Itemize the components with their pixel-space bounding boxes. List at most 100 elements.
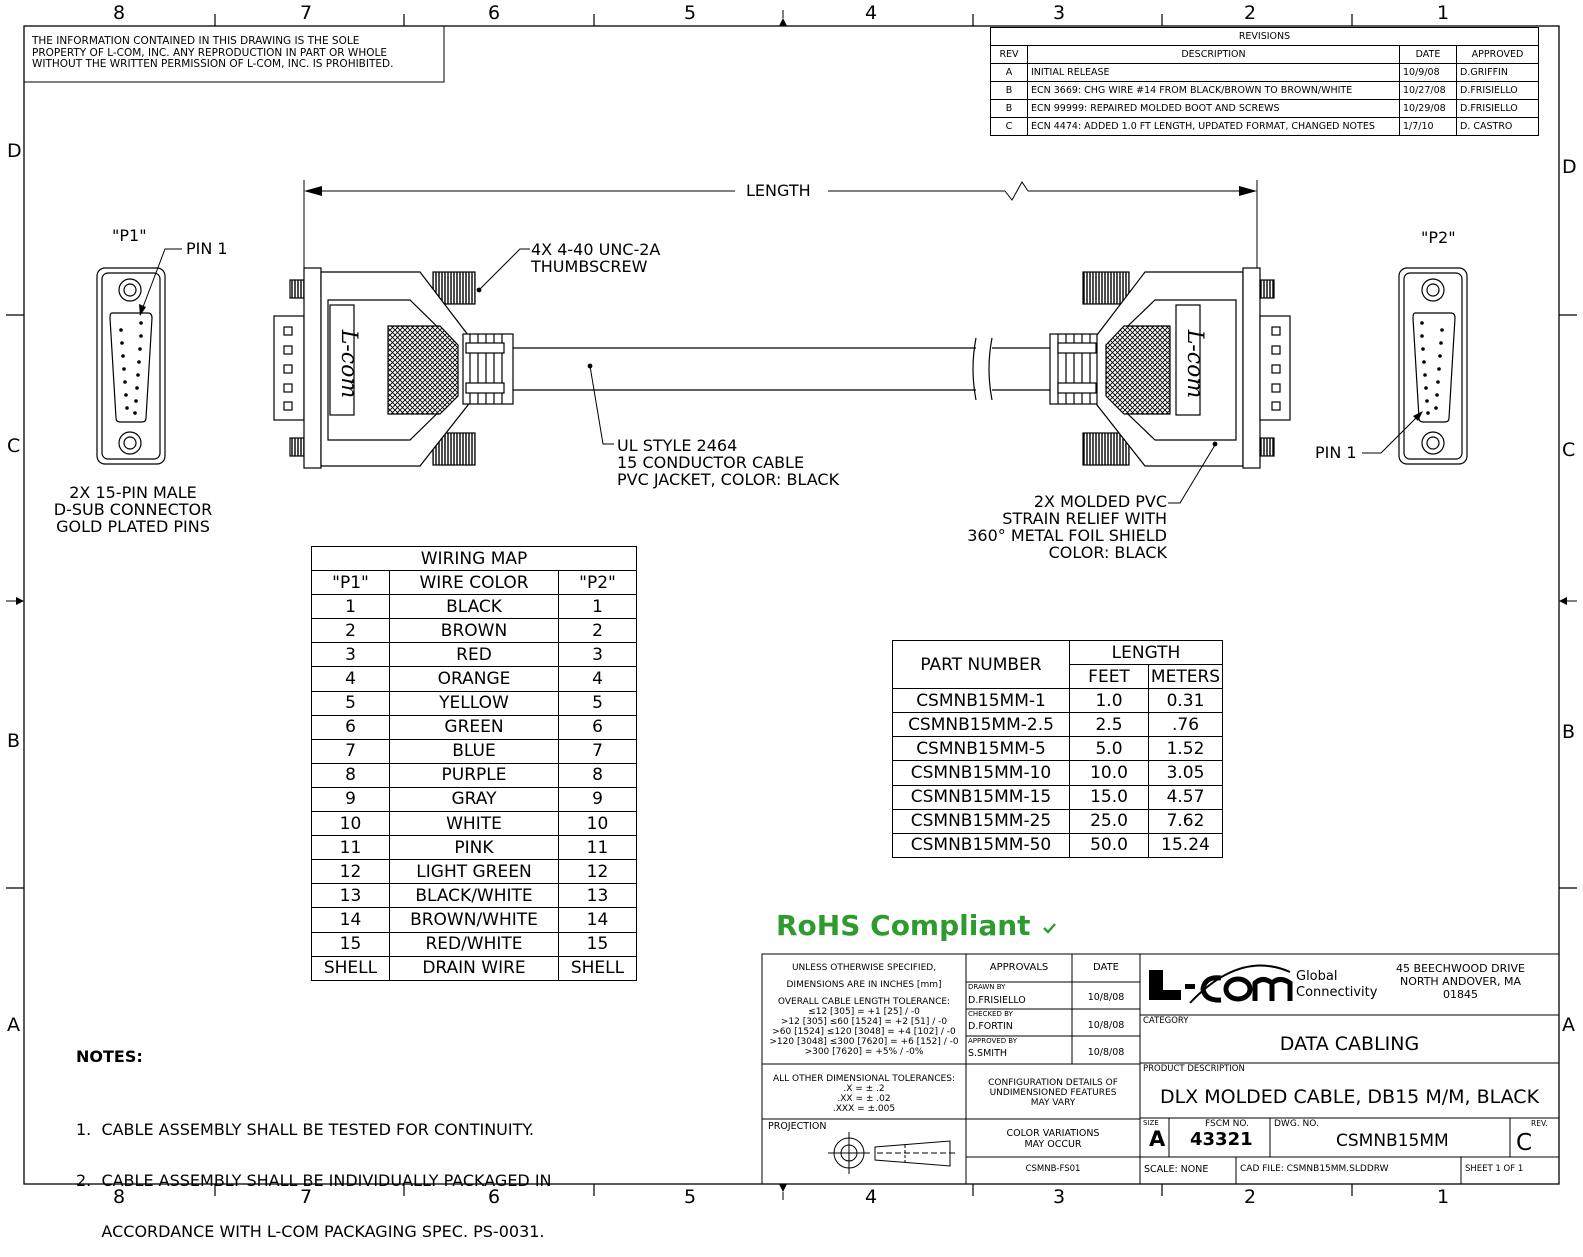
zone-bottom-2: 2	[1244, 1186, 1257, 1208]
zone-top-1: 1	[1437, 2, 1450, 24]
drawn-by-label: DRAWN BY	[968, 983, 1006, 991]
part-number-table: PART NUMBER LENGTH FEET METERS CSMNB15MM…	[892, 639, 1223, 858]
zone-top-4: 4	[865, 2, 878, 24]
drawn-date: 10/8/08	[1087, 992, 1125, 1003]
proprietary-notice: THE INFORMATION CONTAINED IN THIS DRAWIN…	[32, 35, 394, 70]
meters-header: METERS	[1148, 664, 1223, 690]
tolerance-block: UNLESS OTHERWISE SPECIFIED, DIMENSIONS A…	[769, 963, 959, 1057]
pin1-label-right: PIN 1	[1315, 443, 1357, 462]
rev-header-rev: REV	[990, 45, 1028, 64]
drawing-number-label: DWG. NO.	[1274, 1119, 1319, 1129]
cad-file-field: CAD FILE: CSMNB15MM.SLDDRW	[1240, 1164, 1389, 1174]
wiring-header-color: WIRE COLOR	[389, 570, 559, 596]
sheet-field: SHEET 1 OF 1	[1465, 1164, 1524, 1174]
revision-value: C	[1516, 1130, 1533, 1156]
zone-left-c: C	[7, 435, 21, 457]
drawing-number: CSMNB15MM	[1336, 1131, 1449, 1151]
notes-title: NOTES:	[76, 1047, 143, 1066]
fscm-label: FSCM NO.	[1205, 1119, 1249, 1129]
scale-field: SCALE: NONE	[1144, 1164, 1209, 1175]
p2-connector-face	[1398, 267, 1468, 465]
logo-global: Global	[1296, 969, 1338, 984]
length-dimension-label: LENGTH	[746, 181, 811, 200]
zone-left-b: B	[7, 730, 21, 752]
zone-bottom-4: 4	[865, 1186, 878, 1208]
rev-header-approved: APPROVED	[1456, 45, 1539, 64]
size-value: A	[1149, 1127, 1166, 1151]
rohs-compliant-label: RoHS Compliant	[776, 909, 1031, 942]
p1-label: "P1"	[112, 226, 147, 245]
length-header: LENGTH	[1069, 639, 1223, 666]
logo-connectivity: Connectivity	[1296, 985, 1378, 1000]
approved-date: 10/8/08	[1087, 1047, 1125, 1058]
rev-header-description: DESCRIPTION	[1027, 45, 1400, 64]
drawing-sheet	[6, 10, 1577, 1200]
revisions-table: REVISIONS REV DESCRIPTION DATE APPROVED …	[990, 27, 1539, 136]
projection-label: PROJECTION	[768, 1121, 827, 1132]
zone-left-d: D	[7, 140, 22, 162]
zone-top-8: 8	[113, 2, 126, 24]
brand-label-left: L-com	[336, 329, 362, 399]
approved-by-name: S.SMITH	[968, 1048, 1008, 1059]
revision-label: REV.	[1531, 1119, 1548, 1128]
feet-header: FEET	[1069, 664, 1149, 690]
wiring-header-p2: "P2"	[558, 570, 637, 596]
checked-by-name: D.FORTIN	[968, 1021, 1013, 1032]
zone-right-d: D	[1562, 156, 1577, 178]
zone-left-a: A	[7, 1014, 20, 1036]
zone-bottom-6: 6	[488, 1186, 501, 1208]
zone-right-a: A	[1562, 1014, 1575, 1036]
l-com-logo	[1149, 964, 1293, 1004]
checked-by-label: CHECKED BY	[968, 1010, 1013, 1018]
notes-list: 1. CABLE ASSEMBLY SHALL BE TESTED FOR CO…	[76, 1087, 552, 1257]
right-connector-side	[1049, 267, 1291, 469]
date-header: DATE	[1092, 962, 1119, 973]
p1-connector-face	[96, 267, 166, 465]
zone-bottom-8: 8	[113, 1186, 126, 1208]
category-value: DATA CABLING	[1279, 1033, 1420, 1055]
category-label: CATEGORY	[1143, 1016, 1189, 1026]
list-item: 2. CABLE ASSEMBLY SHALL BE INDIVIDUALLY …	[76, 1171, 552, 1190]
zone-bottom-7: 7	[300, 1186, 313, 1208]
p2-label: "P2"	[1421, 228, 1456, 247]
wiring-map-title: WIRING MAP	[311, 545, 637, 572]
list-item: 1. CABLE ASSEMBLY SHALL BE TESTED FOR CO…	[76, 1120, 534, 1139]
zone-top-7: 7	[300, 2, 313, 24]
zone-top-2: 2	[1244, 2, 1257, 24]
revisions-title: REVISIONS	[990, 27, 1539, 46]
size-label: SIZE	[1143, 1119, 1159, 1127]
part-number-header: PART NUMBER	[892, 639, 1070, 690]
checked-date: 10/8/08	[1087, 1020, 1125, 1031]
zone-bottom-3: 3	[1053, 1186, 1066, 1208]
fscm-value: 43321	[1190, 1129, 1253, 1150]
zone-right-c: C	[1562, 439, 1576, 461]
brand-label-right: L-com	[1182, 329, 1208, 399]
pin1-label-left: PIN 1	[186, 239, 228, 258]
product-description: DLX MOLDED CABLE, DB15 M/M, BLACK	[1159, 1086, 1540, 1108]
other-tolerances: ALL OTHER DIMENSIONAL TOLERANCES: .X = ±…	[773, 1074, 955, 1114]
